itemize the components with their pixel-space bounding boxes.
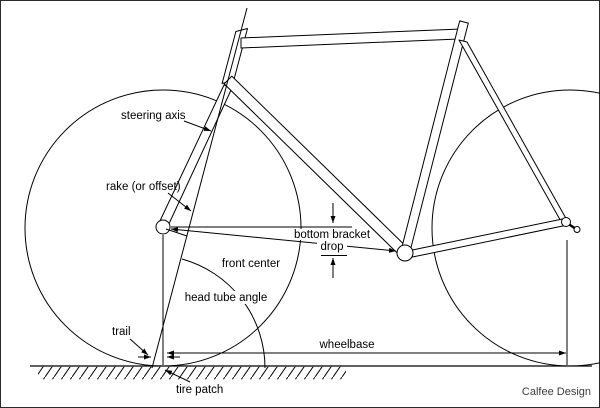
rake-label: rake (or offset)	[106, 181, 181, 193]
bb-label-mask-2	[317, 241, 347, 252]
annotations	[129, 120, 568, 383]
tire-patch-leader-arrow	[164, 369, 191, 383]
bb-label-mask-1	[295, 229, 369, 240]
front-hub	[155, 219, 171, 235]
rear-wheel-circle	[431, 89, 600, 367]
front-center-label: front center	[222, 258, 280, 270]
trail-label: trail	[112, 326, 131, 338]
ground-hatching	[38, 366, 346, 380]
trail-leader-arrow	[129, 338, 149, 356]
front-center-dimension-line	[170, 227, 397, 253]
rake-segment	[165, 228, 188, 237]
bottom-bracket	[396, 244, 414, 262]
head-tube-angle-label-mask	[184, 291, 268, 304]
steering-axis-leader-arrow	[183, 120, 212, 132]
rear-dropout	[561, 217, 571, 227]
bicycle-frame	[158, 20, 569, 258]
derailleur-hanger	[573, 226, 581, 233]
bb-drop-label-line2: drop	[320, 241, 343, 253]
steering-axis-label: steering axis	[121, 110, 186, 122]
labels: steering axis rake (or offset) bottom br…	[106, 110, 591, 398]
rake-leader-arrow	[167, 192, 192, 212]
steering-axis-line	[151, 7, 248, 369]
head-tube-angle-label: head tube angle	[185, 292, 268, 304]
bb-drop-label-line1: bottom bracket	[294, 229, 371, 241]
tire-patch-label: tire patch	[176, 384, 223, 396]
credit-text: Calfee Design	[522, 386, 591, 398]
wheelbase-label: wheelbase	[319, 339, 375, 351]
